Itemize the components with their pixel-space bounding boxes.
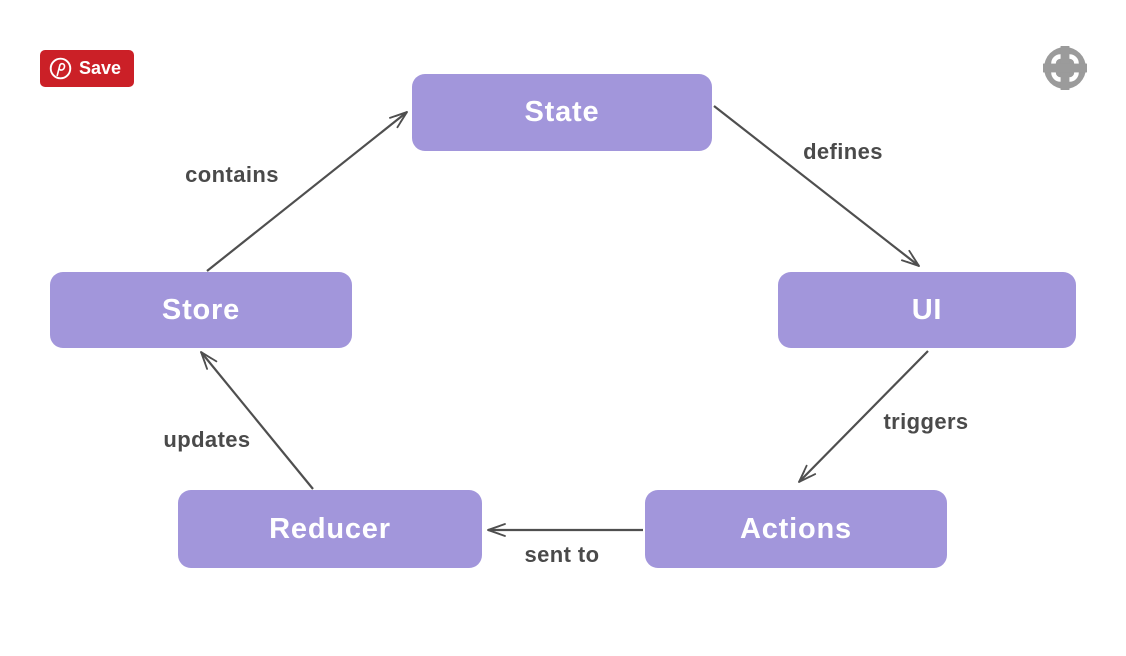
edge-label-triggers: triggers [883, 409, 969, 434]
edge-ui-to-actions [798, 350, 929, 483]
edge-label-defines: defines [803, 139, 883, 164]
edge-store-to-state [206, 111, 408, 272]
node-ui-label: UI [911, 293, 943, 326]
edge-state-to-ui [713, 105, 920, 267]
expand-crosshair-icon [1043, 46, 1087, 90]
pinterest-save-label: Save [79, 58, 122, 78]
edge-label-sent-to: sent to [524, 542, 600, 567]
node-state: State [412, 74, 712, 151]
node-ui: UI [778, 272, 1076, 348]
expand-button[interactable] [1043, 46, 1087, 90]
edge-reducer-to-store [200, 351, 314, 490]
node-actions: Actions [645, 490, 947, 568]
pinterest-logo-icon [49, 57, 72, 80]
edge-label-contains: contains [185, 162, 279, 187]
node-state-label: State [524, 96, 600, 128]
node-store-label: Store [161, 293, 241, 326]
node-store: Store [50, 272, 352, 348]
node-reducer: Reducer [178, 490, 482, 568]
edge-label-updates: updates [163, 427, 251, 452]
node-reducer-label: Reducer [269, 512, 391, 545]
pinterest-save-button[interactable]: Save [40, 50, 135, 87]
node-actions-label: Actions [740, 512, 852, 545]
